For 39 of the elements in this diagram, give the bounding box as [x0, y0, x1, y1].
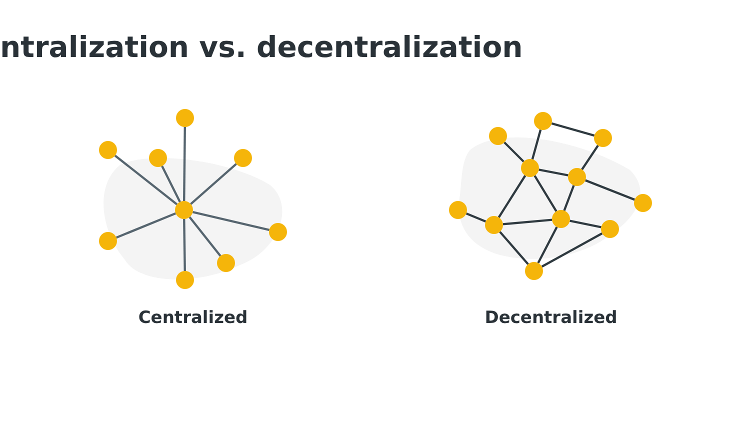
connector-line [531, 129, 542, 160]
network-node [489, 127, 507, 145]
connector-line [183, 218, 186, 272]
network-node [149, 149, 167, 167]
network-caption: Decentralized [484, 308, 618, 328]
network-node [594, 129, 612, 147]
connector-line [466, 212, 486, 223]
connector-line [499, 231, 529, 265]
connector-line [534, 175, 558, 212]
connector-line [538, 168, 568, 176]
connector-line [190, 163, 237, 205]
connector-line [498, 175, 526, 218]
connector-line [188, 216, 222, 257]
network-node [234, 149, 252, 167]
connector-line [537, 226, 558, 264]
connector-line [504, 142, 524, 162]
network-node [534, 112, 552, 130]
connector-line [570, 220, 602, 228]
network-node [176, 109, 194, 127]
network-node [634, 194, 652, 212]
network-node [269, 223, 287, 241]
network-node [99, 232, 117, 250]
connector-line [563, 185, 575, 211]
network-node [449, 201, 467, 219]
connector-line [581, 144, 599, 170]
connector-line [161, 166, 181, 202]
network-node [99, 141, 117, 159]
connector-line [551, 122, 595, 137]
connector-line [541, 232, 603, 268]
network-node [176, 271, 194, 289]
network-node [525, 262, 543, 280]
connector-line [584, 179, 636, 201]
connector-line [114, 154, 178, 206]
connector-line [116, 212, 176, 239]
connector-line [192, 210, 270, 232]
network-caption: Centralized [138, 308, 248, 328]
title: ntralization vs. decentralization [0, 30, 523, 64]
connector-line [502, 218, 552, 226]
connector-line [183, 126, 186, 202]
